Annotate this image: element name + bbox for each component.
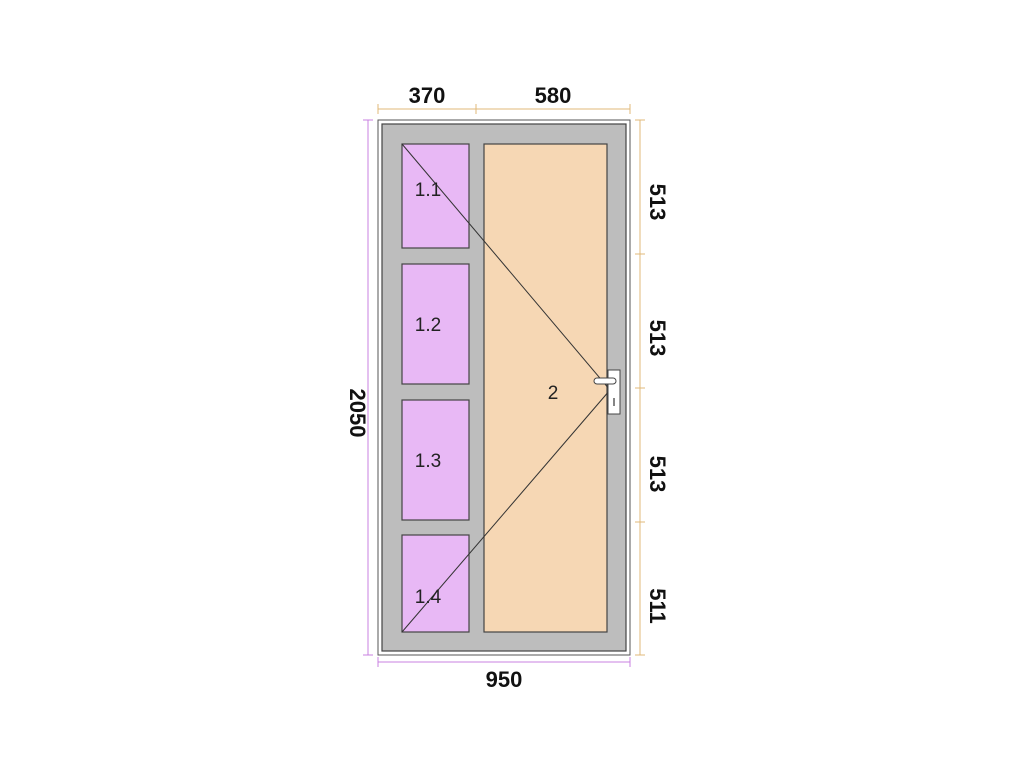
right-dimension-label-4: 511 [645, 588, 670, 624]
pane-label-2: 2 [548, 383, 559, 404]
door-leaf-panel [483, 143, 608, 633]
pane-label-1-2: 1.2 [415, 315, 441, 336]
pane-label-1-4: 1.4 [415, 587, 442, 608]
side-light-pane-3 [401, 399, 470, 521]
right-dimension-label-3: 513 [645, 456, 670, 493]
right-dimension-label-1: 513 [645, 184, 670, 221]
side-light-pane-2 [401, 263, 470, 385]
dimension-lines [363, 104, 645, 667]
side-light-pane-1 [401, 143, 470, 249]
top-dimension-left-label: 370 [409, 83, 446, 108]
door-handle-icon [593, 369, 621, 415]
side-light-panes [401, 143, 470, 633]
left-dimension-label: 2050 [345, 389, 370, 438]
opening-line-upper [401, 143, 611, 391]
opening-line-lower [401, 389, 611, 633]
pane-label-1-1: 1.1 [415, 180, 441, 201]
top-dimension-right-label: 580 [535, 83, 572, 108]
bottom-dimension-label: 950 [486, 667, 523, 692]
right-dimension-label-2: 513 [645, 320, 670, 357]
side-light-pane-4 [401, 534, 470, 633]
pane-label-1-3: 1.3 [415, 451, 441, 472]
